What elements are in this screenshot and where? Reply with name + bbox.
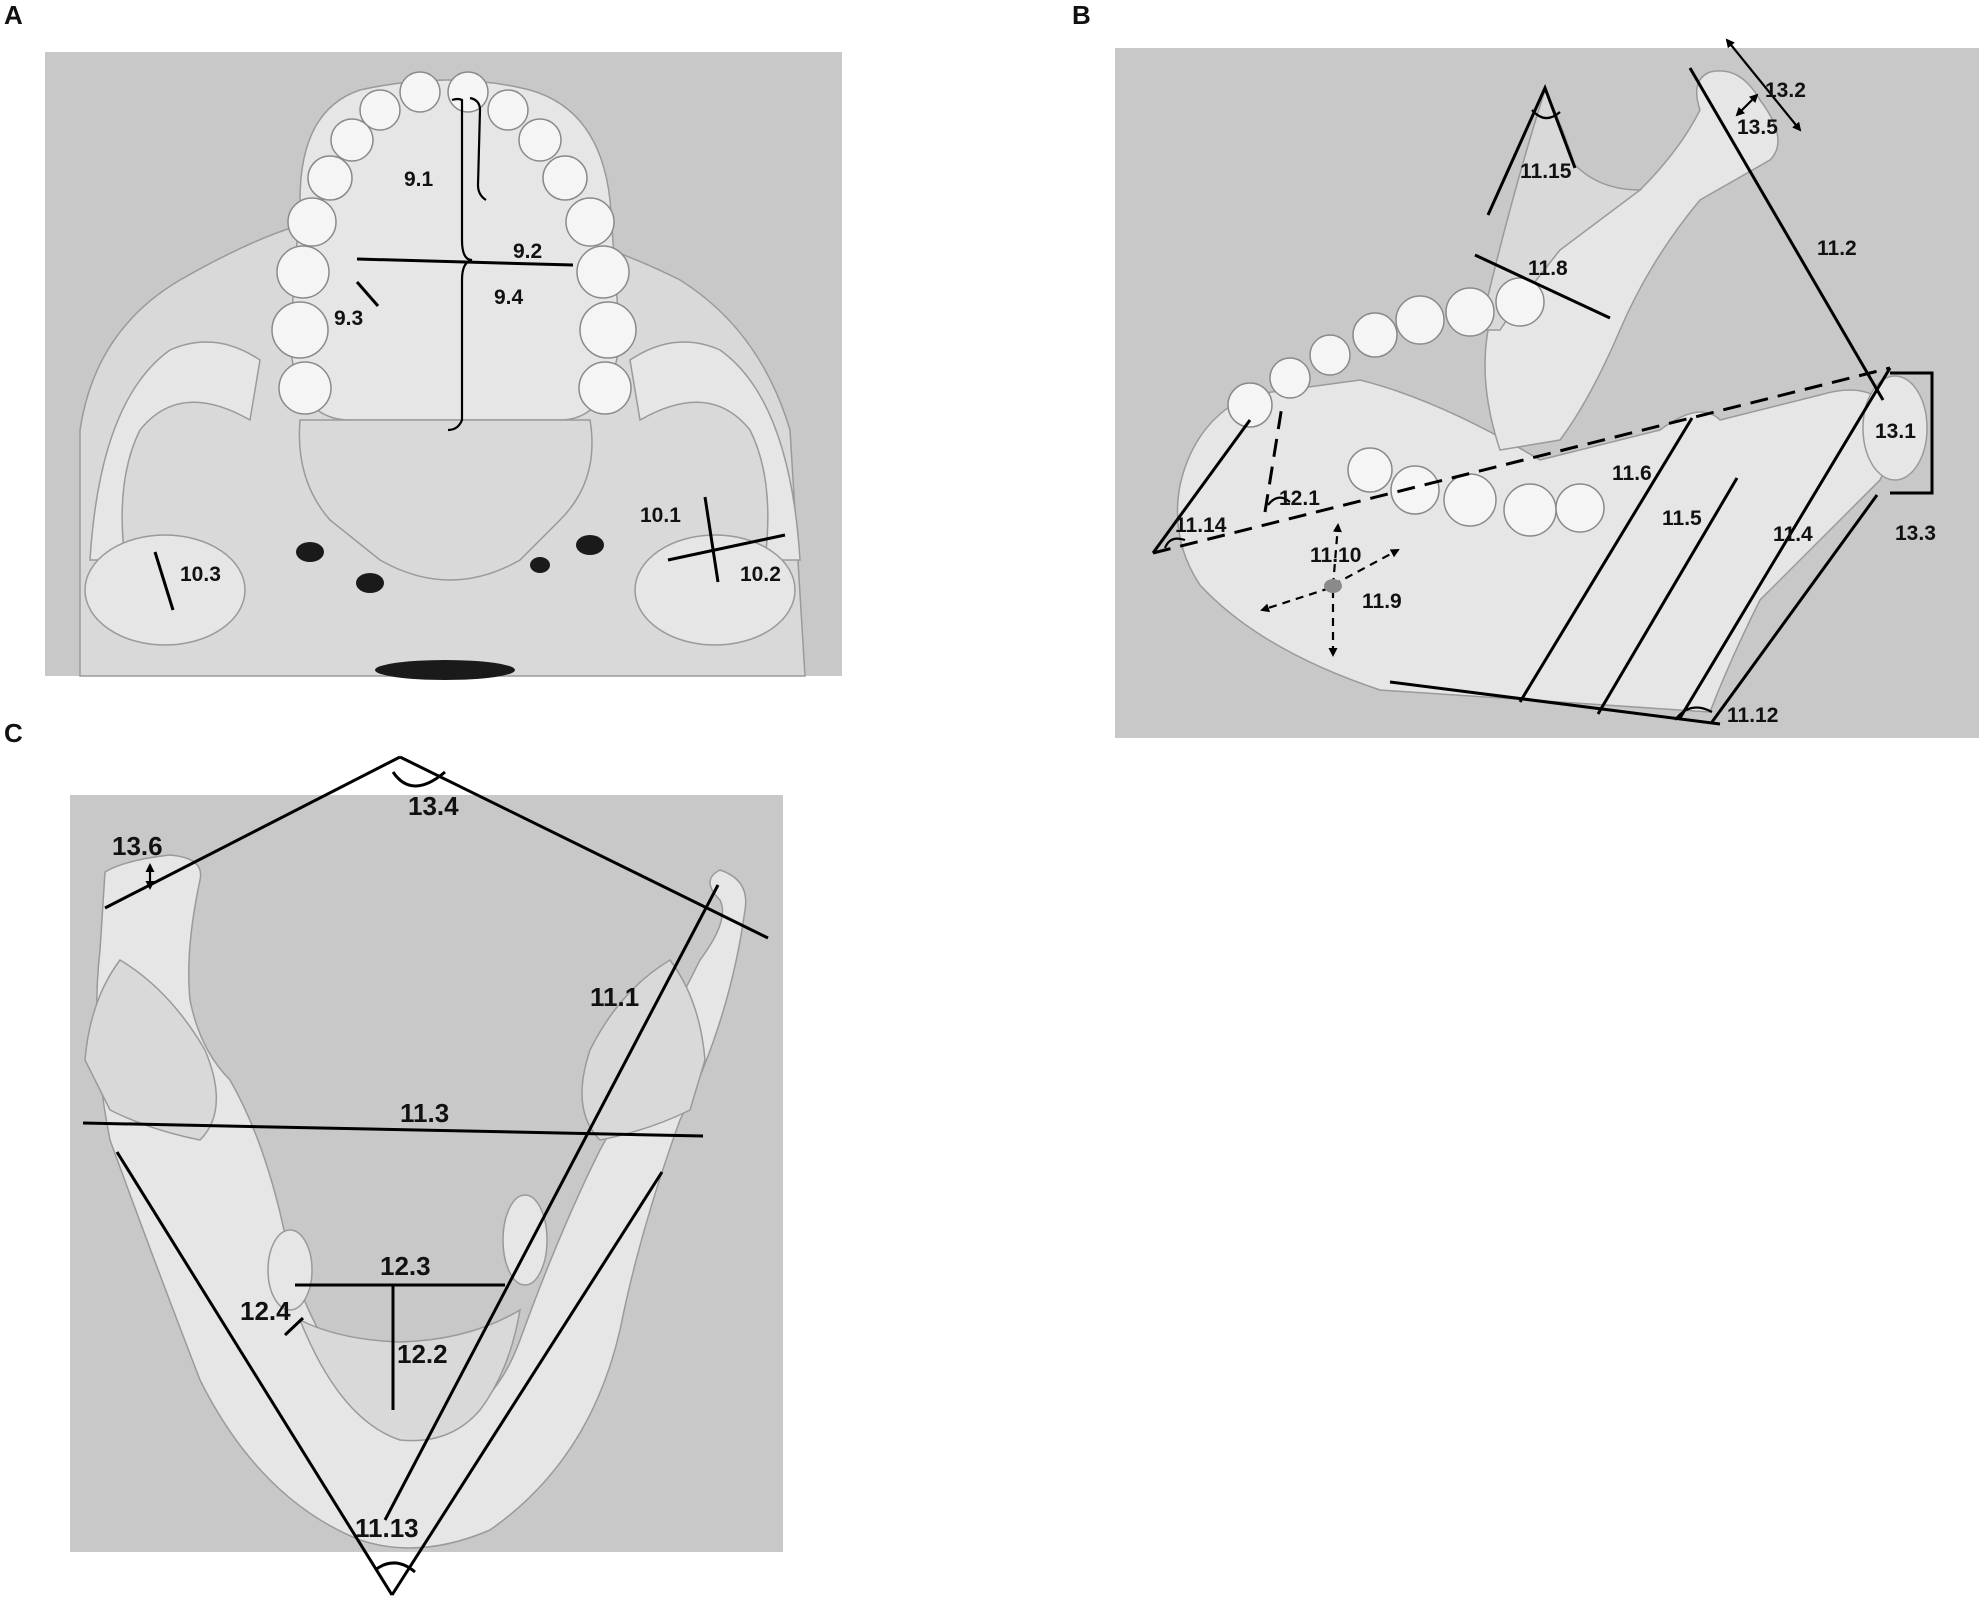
right-coronoid [581, 959, 706, 1141]
left-coronoid [84, 959, 218, 1141]
measure-11-15-angle [1486, 84, 1577, 216]
label-11-3: 11.3 [400, 1098, 449, 1128]
label-9-2: 9.2 [513, 240, 542, 263]
label-11-9: 11.9 [1362, 590, 1402, 613]
measure-11-13-right-line [390, 1171, 664, 1596]
left-zygomatic-arch [89, 341, 261, 561]
center-left-foramen [356, 573, 384, 593]
label-11-6: 11.6 [1612, 462, 1652, 485]
label-13-1: 13.1 [1875, 420, 1916, 443]
measure-11-10-up-arrow [1331, 523, 1342, 587]
measure-11-4-line-left [1678, 367, 1892, 719]
center-right-foramen [530, 557, 550, 573]
measure-11-5-line-right [1596, 477, 1739, 715]
label-11-1: 11.1 [590, 982, 639, 1012]
measure-12-4-line [283, 1316, 305, 1337]
label-11-4: 11.4 [1773, 523, 1813, 546]
label-12-4: 12.4 [240, 1296, 291, 1326]
label-11-10: 11.10 [1310, 544, 1361, 567]
measure-11-15-arc [1531, 109, 1561, 120]
measure-13-2-arrow [1725, 38, 1802, 132]
label-11-13: 11.13 [355, 1513, 419, 1543]
hard-palate [289, 79, 621, 421]
label-9-4: 9.4 [494, 286, 524, 309]
measure-13-4-arc [391, 770, 446, 788]
measure-9-1-bracket [447, 97, 473, 432]
panel-letter-b: B [1072, 0, 1091, 30]
condyle [1862, 375, 1928, 481]
label-9-3: 9.3 [334, 307, 363, 330]
label-11-12: 11.12 [1727, 704, 1778, 727]
measure-11-13-left-line [115, 1151, 394, 1596]
measure-11-14-line [1151, 419, 1252, 554]
label-10-1: 10.1 [640, 504, 681, 527]
measure-11-14-arc [1163, 537, 1186, 549]
label-13-3: 13.3 [1895, 522, 1936, 545]
label-13-5: 13.5 [1737, 116, 1778, 139]
panel-c: 13.4 13.6 11.1 11.3 12.3 12.4 12.2 11.13 [70, 755, 783, 1596]
foramen-magnum-edge [375, 660, 515, 680]
measure-9-2-line [356, 257, 574, 267]
measure-13-3-bracket [1890, 371, 1934, 495]
label-12-3: 12.3 [380, 1251, 431, 1281]
measure-11-2-line [1688, 67, 1885, 401]
sphenoid-region [298, 419, 593, 581]
measure-9-1-left-bracket [469, 96, 487, 201]
right-zygomatic-arch [629, 341, 801, 561]
panel-a: 9.1 9.2 9.3 9.4 10.1 10.2 10.3 [45, 52, 842, 680]
label-9-1: 9.1 [404, 168, 434, 191]
right-lingula [502, 1194, 548, 1286]
dashed-12-1-line [1263, 405, 1284, 513]
measure-11-12-base-line [1389, 680, 1721, 726]
mental-foramen [1324, 579, 1342, 593]
label-12-2: 12.2 [397, 1339, 448, 1369]
measure-11-3-line [82, 1121, 704, 1138]
measure-11-5-line [1518, 417, 1694, 703]
label-13-4: 13.4 [408, 791, 459, 821]
measure-11-9-right-arrow [1332, 549, 1400, 586]
measure-11-8-line [1474, 253, 1611, 320]
panel-b: 11.15 13.2 13.5 11.8 11.2 13.1 13.3 11.6… [1115, 38, 1979, 738]
right-foramen [576, 535, 604, 555]
lower-teeth [1227, 277, 1605, 537]
measure-9-3-line [355, 281, 380, 307]
measure-12-1-arc [1267, 496, 1291, 506]
symphysis-inner [298, 1308, 522, 1442]
panel-letter-c: C [4, 718, 23, 748]
measure-11-4-line-right [1710, 494, 1879, 723]
left-foramen [296, 542, 324, 562]
label-13-2: 13.2 [1765, 79, 1806, 102]
upper-teeth [271, 71, 637, 415]
measure-10-1-line [703, 496, 720, 583]
left-temporal-region [84, 534, 246, 646]
measure-11-12-arc [1674, 706, 1713, 721]
measure-11-13-arc [374, 1561, 416, 1574]
label-12-1: 12.1 [1279, 487, 1320, 510]
label-11-15: 11.15 [1520, 160, 1572, 183]
panel-letter-a: A [4, 0, 23, 30]
measure-11-9-left-arrow [1260, 586, 1331, 613]
label-11-5: 11.5 [1662, 507, 1702, 530]
label-11-14: 11.14 [1175, 514, 1227, 537]
label-10-3: 10.3 [180, 563, 221, 586]
label-10-2: 10.2 [740, 563, 781, 586]
label-13-6: 13.6 [112, 831, 163, 861]
label-11-2: 11.2 [1817, 237, 1857, 260]
measure-13-5-arrow [1735, 93, 1759, 117]
left-lingula [267, 1229, 313, 1311]
measure-10-2-line [667, 533, 786, 562]
dashed-occlusal-line [1152, 366, 1891, 555]
label-11-8: 11.8 [1528, 257, 1568, 280]
measure-11-1-line [383, 884, 720, 1521]
right-temporal-region [634, 534, 796, 646]
measure-10-3-line [153, 551, 175, 611]
